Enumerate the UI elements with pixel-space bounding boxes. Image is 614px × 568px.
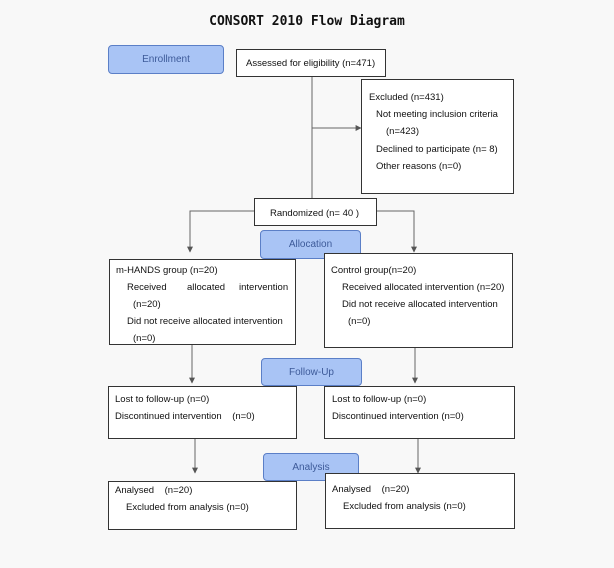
stage-followup: Follow-Up xyxy=(261,358,362,386)
left-alloc-not-received-n: (n=0) xyxy=(133,333,156,344)
stage-analysis-label: Analysis xyxy=(292,461,330,473)
connector-randomized-right xyxy=(377,210,417,253)
excluded-not-meeting-n: (n=423) xyxy=(386,126,420,137)
left-followup-discontinued: Discontinued intervention (n=0) xyxy=(115,411,255,422)
left-alloc-intervention-word: intervention xyxy=(239,282,289,293)
right-alloc-not-received-n: (n=0) xyxy=(348,316,371,327)
diagram-title: CONSORT 2010 Flow Diagram xyxy=(209,14,405,29)
stage-enrollment-label: Enrollment xyxy=(142,54,190,65)
stage-allocation-label: Allocation xyxy=(288,239,333,250)
left-alloc-received-n: (n=20) xyxy=(133,299,161,310)
excluded-other: Other reasons (n=0) xyxy=(376,161,462,172)
left-analysis-excluded: Excluded from analysis (n=0) xyxy=(126,502,249,513)
right-alloc-received: Received allocated intervention (n=20) xyxy=(342,282,505,293)
right-followup-lost: Lost to follow-up (n=0) xyxy=(332,394,427,405)
right-alloc-not-received: Did not receive allocated intervention xyxy=(342,299,498,310)
connector-randomized-left xyxy=(187,210,254,253)
excluded-header: Excluded (n=431) xyxy=(369,92,444,103)
assessed-text: Assessed for eligibility (n=471) xyxy=(246,58,376,69)
left-alloc-header: m-HANDS group (n=20) xyxy=(116,265,218,276)
left-followup-lost: Lost to follow-up (n=0) xyxy=(115,394,210,405)
left-followup-box: Lost to follow-up (n=0) Discontinued int… xyxy=(108,386,297,439)
right-analysis-analysed: Analysed (n=20) xyxy=(332,484,410,495)
left-alloc-received-word: Received xyxy=(127,282,167,293)
right-alloc-header: Control group(n=20) xyxy=(331,265,417,276)
left-alloc-allocated-word: allocated xyxy=(187,282,226,293)
left-analysis-analysed: Analysed (n=20) xyxy=(115,485,193,496)
left-analysis-box: Analysed (n=20) Excluded from analysis (… xyxy=(108,481,297,530)
excluded-not-meeting: Not meeting inclusion criteria xyxy=(376,109,498,120)
assessed-box: Assessed for eligibility (n=471) xyxy=(236,49,386,77)
right-analysis-box: Analysed (n=20) Excluded from analysis (… xyxy=(325,473,515,529)
right-followup-discontinued: Discontinued intervention (n=0) xyxy=(332,411,464,422)
excluded-declined: Declined to participate (n= 8) xyxy=(376,144,498,155)
left-allocation-box: m-HANDS group (n=20) Received allocated … xyxy=(109,259,296,345)
stage-enrollment: Enrollment xyxy=(108,45,224,74)
randomized-box: Randomized (n= 40 ) xyxy=(254,198,377,226)
stage-followup-label: Follow-Up xyxy=(288,366,334,378)
right-followup-box: Lost to follow-up (n=0) Discontinued int… xyxy=(324,386,515,439)
right-analysis-excluded: Excluded from analysis (n=0) xyxy=(343,501,466,512)
left-alloc-not-received: Did not receive allocated intervention xyxy=(127,316,283,327)
excluded-box: Excluded (n=431) Not meeting inclusion c… xyxy=(361,79,514,194)
randomized-text: Randomized (n= 40 ) xyxy=(270,208,359,219)
right-allocation-box: Control group(n=20) Received allocated i… xyxy=(324,253,513,348)
